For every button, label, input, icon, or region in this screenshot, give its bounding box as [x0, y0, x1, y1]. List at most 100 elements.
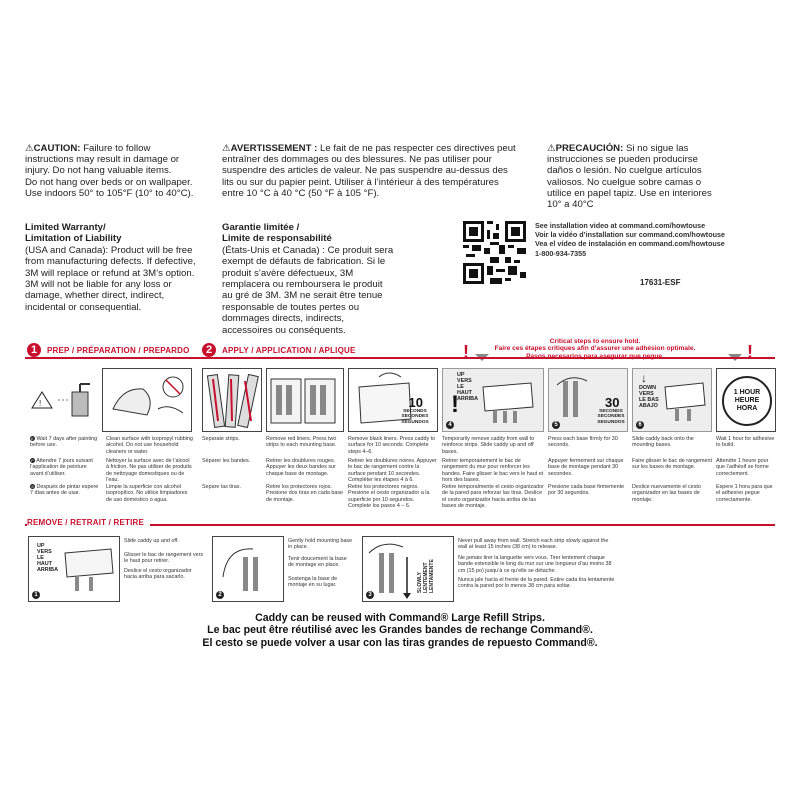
remove-2-es: Sostenga la base de montaje en su lugar. [288, 576, 338, 589]
slide-down-caddy-icon [664, 382, 706, 421]
apply-panel-4: UP VERS LE HAUT ARRIBA ! 4 [442, 368, 544, 432]
mounting-base-icon [270, 378, 336, 424]
apply-1-es: Separe las tiras. [202, 484, 241, 490]
remove-up-label: UP VERS LE HAUT ARRIBA [37, 543, 58, 573]
reuse-es: El cesto se puede volver a usar con las … [202, 636, 598, 649]
apply-3-es: Retire los protectores negros. Presione … [348, 484, 430, 510]
prep-es-2: Limpie la superficie con alcohol isoprop… [106, 484, 188, 503]
slide-up-caddy-icon [482, 382, 534, 423]
hold-base-icon [222, 548, 258, 591]
remove-text-1: Slide caddy up and off. Glisser le bac d… [124, 538, 204, 581]
apply-3-fr: Retirer les doublures noires. Appuyer le… [348, 458, 437, 484]
svg-text:!: ! [39, 399, 41, 408]
apply-7-fr: Attendre 1 heure pour que l’adhésif se f… [716, 458, 769, 477]
video-text-en: See installation video at command.com/ho… [535, 221, 706, 230]
warning-icon: ⚠ [222, 143, 231, 154]
apply-panel-2 [266, 368, 344, 432]
remove-text-3: Never pull away from wall. Stretch each … [458, 538, 618, 590]
prep-panel-1: ! [28, 370, 98, 430]
apply-5-es: Presione cada base firmemente por 30 seg… [548, 484, 625, 497]
apply-title: APPLY / APPLICATION / APLIQUE [222, 345, 356, 355]
apply-1-en: Separate strips. [202, 436, 240, 442]
apply-header: 2 APPLY / APPLICATION / APLIQUE [202, 343, 362, 357]
reuse-fr: Le bac peut être réutilisé avec les Gran… [207, 624, 593, 637]
remove-title: REMOVE / RETRAIT / RETIRE [27, 518, 145, 527]
remove-panel-2: 2 [212, 536, 284, 602]
critical-en: Critical steps to ensure hold. [549, 338, 641, 345]
seconds-30-number: 30 [605, 395, 620, 410]
apply-2-fr: Retirer les doublures rouges. Appuyer le… [266, 458, 336, 477]
warning-icon: ⚠ [547, 143, 556, 154]
step-number: 6 [636, 421, 644, 429]
up-label: UP VERS LE HAUT ARRIBA [457, 372, 478, 402]
reuse-en: Caddy can be reused with Command® Large … [255, 612, 545, 624]
caution-line-beds: Do not hang over beds or on wallpaper. [25, 176, 193, 188]
prep-en-1: Wait 7 days after painting before use. [30, 436, 98, 449]
apply-panel-3: 10 SECONDS SECONDES SEGUNDOS [348, 368, 438, 432]
remove-3-fr: Ne jamais tirer la languette vers vous. … [458, 555, 612, 574]
exclamation-icon: ! [451, 391, 459, 418]
slowly-label: SLOWLY LENTEMENT LENTAMENTE [417, 559, 435, 593]
bullet-en-icon: E [30, 436, 35, 442]
caution-fr: ⚠AVERTISSEMENT : Le fait de ne pas respe… [222, 143, 520, 199]
caution-label-fr: AVERTISSEMENT : [230, 143, 318, 154]
caution-en: ⚠CAUTION: Failure to follow instructions… [25, 143, 195, 199]
apply-panel-6: ↓ DOWN VERS LE BAS ABAJO 6 [632, 368, 712, 432]
video-info: See installation video at command.com/ho… [535, 221, 775, 258]
critical-note: Critical steps to ensure hold. Faire ces… [470, 338, 720, 360]
prep-es-1: Después de pintar espere 7 días antes de… [30, 484, 99, 497]
warranty-text-en: (USA and Canada): Product will be free f… [25, 244, 196, 313]
prep-title: PREP / PRÉPARATION / PREPARDO [47, 345, 190, 355]
warning-icon: ⚠ [25, 143, 34, 154]
remove-1-es: Deslice el cesto organizador hacia arrib… [124, 568, 192, 581]
warranty-fr: Garantie limitée / Limite de responsabil… [222, 222, 394, 336]
prep-number: 1 [27, 343, 41, 357]
apply-4-es: Retire temporalmente el cesto organizado… [442, 484, 544, 510]
warranty-text-fr: (États-Unis et Canada) : Ce produit sera… [222, 244, 394, 336]
remove-2-en: Gently hold mounting base in place. [288, 538, 353, 551]
apply-3-en: Remove black liners. Press caddy to surf… [348, 436, 436, 455]
warranty-head1-fr: Garantie limitée / [222, 222, 300, 233]
critical-fr: Faire ces étapes critiques afin d’assure… [494, 345, 696, 353]
caution-es: ⚠PRECAUCIÓN: Si no sigue las instruccion… [547, 143, 717, 210]
remove-2-fr: Tenir doucement la base de montage en pl… [288, 556, 347, 569]
caution-line-temp: Use indoors 50° to 105°F (10° to 40°C). [25, 187, 194, 199]
paint-roller-icon: ! [31, 383, 90, 417]
arrow-down-icon: ↓ [641, 371, 647, 385]
remove-divider [25, 524, 775, 526]
caution-label-en: CAUTION: [33, 143, 81, 154]
remove-1-en: Slide caddy up and off. [124, 538, 179, 544]
stretch-strip-icon [368, 543, 411, 599]
warranty-head2-en: Limitation of Liability [25, 233, 122, 245]
caution-text-fr: Le fait de ne pas respecter ces directiv… [222, 143, 516, 199]
remove-3-en: Never pull away from wall. Stretch each … [458, 538, 609, 551]
apply-5-en: Press each base firmly for 30 seconds. [548, 436, 618, 449]
apply-panel-7: 1 HOUR HEURE HORA [716, 368, 776, 432]
prep-fr-1: Attendre 7 jours suivant l’application d… [30, 458, 93, 477]
slide-up-remove-icon [64, 548, 114, 591]
remove-text-2: Gently hold mounting base in place. Teni… [288, 538, 354, 589]
reuse-note: Caddy can be reused with Command® Large … [0, 612, 800, 649]
apply-number: 2 [202, 343, 216, 357]
section-divider [25, 357, 775, 359]
bullet-es-icon: S [30, 484, 35, 490]
apply-1-fr: Séparer les bandes. [202, 458, 251, 464]
exclamation-icon-left: ! [463, 342, 469, 362]
video-text-es: Vea el vídeo de instalación en command.c… [535, 239, 725, 249]
prep-en-2: Clean surface with isopropyl rubbing alc… [106, 436, 193, 455]
remove-3-es: Nunca jale hacia el frente de la pared. … [458, 577, 615, 590]
prep-panel-2 [102, 368, 192, 432]
apply-2-en: Remove red liners. Press two strips to e… [266, 436, 337, 449]
remove-panel-3: SLOWLY LENTEMENT LENTAMENTE 3 [362, 536, 454, 602]
apply-4-en: Temporarily remove caddy from wall to re… [442, 436, 535, 455]
caution-text-es: Si no sigue las instrucciones se pueden … [547, 143, 712, 211]
qr-code [463, 221, 526, 284]
bullet-fr-icon: F [30, 458, 35, 464]
product-code: 17631-ESF [640, 278, 681, 287]
seconds-10-label: SECONDS SECONDES SEGUNDOS [401, 409, 429, 425]
caution-label-es: PRECAUCIÓN: [555, 143, 624, 154]
remove-header: REMOVE / RETRAIT / RETIRE [27, 518, 151, 527]
step-number: 5 [552, 421, 560, 429]
apply-6-es: Deslice nuevamente el cesto organizador … [632, 484, 701, 503]
prep-fr-2: Nettoyer la surface avec de l’alcool à f… [106, 458, 192, 484]
